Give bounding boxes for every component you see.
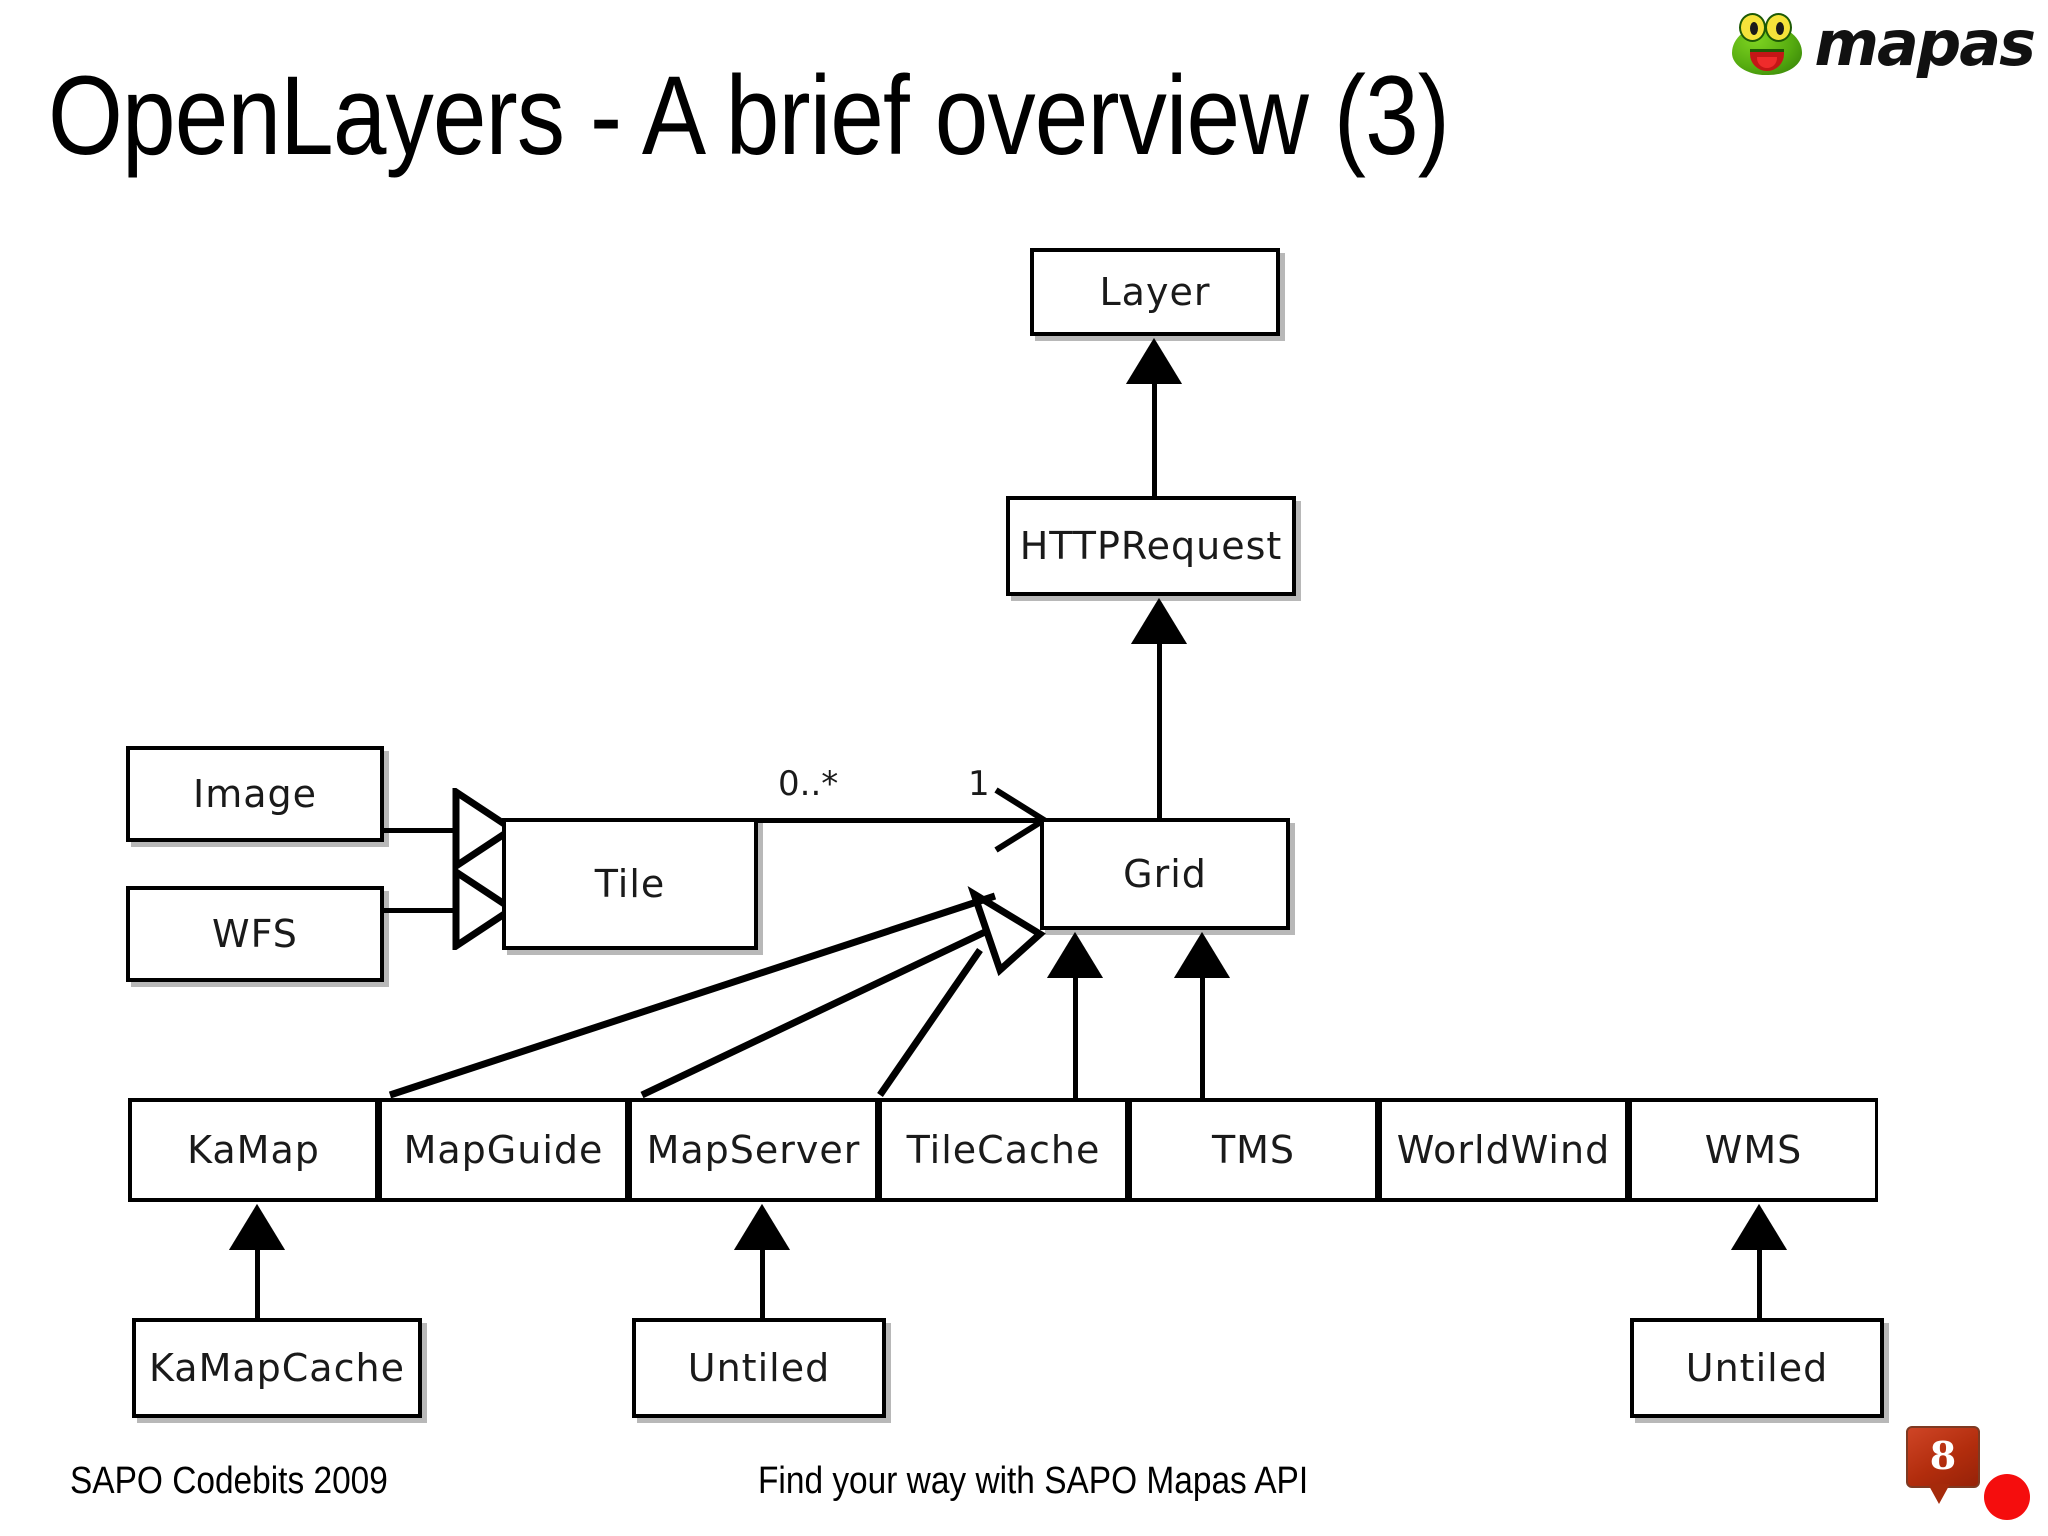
uml-class-layer: Layer — [1030, 248, 1280, 336]
generalization-line-tilecache-to-grid — [1073, 976, 1078, 1098]
association-line-tile-to-grid — [756, 818, 1042, 823]
generalization-triangle-grid-to-httprequest — [1131, 598, 1187, 644]
uml-class-tms: TMS — [1128, 1098, 1378, 1202]
frog-eye-right-icon — [1765, 13, 1793, 42]
generalization-line-kamapcache-to-kamap — [255, 1248, 260, 1318]
uml-class-tilecache: TileCache — [878, 1098, 1128, 1202]
footer-center: Find your way with SAPO Mapas API — [758, 1460, 1309, 1502]
generalization-line-tms-to-grid — [1200, 976, 1205, 1098]
uml-class-wfs: WFS — [126, 886, 384, 982]
generalization-triangle-httprequest-to-layer — [1126, 338, 1182, 384]
uml-class-untiled-left: Untiled — [632, 1318, 886, 1418]
logo-wordmark: mapas — [1814, 7, 2036, 80]
frog-tongue-shape — [1757, 57, 1778, 68]
uml-class-wms: WMS — [1628, 1098, 1878, 1202]
generalization-line-httprequest-to-layer — [1152, 382, 1157, 496]
uml-class-untiled-right: Untiled — [1630, 1318, 1884, 1418]
badge-tail-shape — [1928, 1484, 1950, 1504]
frog-pupil-left — [1750, 22, 1759, 35]
uml-class-tile: Tile — [502, 818, 758, 950]
mapas-logo: mapas — [1732, 7, 2036, 80]
uml-class-mapserver: MapServer — [628, 1098, 878, 1202]
multiplicity-grid-side: 1 — [968, 764, 990, 804]
generalization-line-grid-to-httprequest — [1157, 642, 1162, 822]
uml-class-kamapcache: KaMapCache — [132, 1318, 422, 1418]
generalization-line-untiled-to-wms — [1757, 1248, 1762, 1318]
uml-class-httprequest: HTTPRequest — [1006, 496, 1296, 596]
red-dot-marker — [1984, 1474, 2030, 1520]
generalization-triangle-tms-to-grid — [1174, 932, 1230, 978]
generalization-line-image-to-tile — [384, 828, 458, 833]
generalization-triangle-tilecache-to-grid — [1047, 932, 1103, 978]
badge-bubble-shape — [1906, 1426, 1980, 1488]
page-title: OpenLayers - A brief overview (3) — [48, 53, 1450, 178]
uml-class-kamap: KaMap — [128, 1098, 378, 1202]
generalization-triangle-image-to-tile — [452, 788, 516, 870]
generalization-triangle-untiled-to-mapserver — [734, 1204, 790, 1250]
generalization-triangle-wfs-to-tile — [452, 868, 516, 950]
uml-class-grid: Grid — [1040, 818, 1290, 930]
generalization-fanin-lines — [388, 892, 997, 1099]
generalization-triangle-untiled-to-wms — [1731, 1204, 1787, 1250]
generalization-triangle-fanin-to-grid — [967, 886, 1046, 977]
uml-class-worldwind: WorldWind — [1378, 1098, 1628, 1202]
multiplicity-tile-side: 0..* — [778, 764, 839, 804]
page-number-badge: 8 — [1906, 1426, 1980, 1504]
generalization-line-untiled-to-mapserver — [760, 1248, 765, 1318]
page-number: 8 — [1929, 1432, 1957, 1478]
footer-left: SAPO Codebits 2009 — [70, 1460, 388, 1502]
generalization-line-wfs-to-tile — [384, 908, 458, 913]
frog-icon — [1732, 13, 1803, 75]
uml-class-image: Image — [126, 746, 384, 842]
generalization-triangle-kamapcache-to-kamap — [229, 1204, 285, 1250]
frog-pupil-right — [1776, 22, 1785, 35]
uml-class-mapguide: MapGuide — [378, 1098, 628, 1202]
